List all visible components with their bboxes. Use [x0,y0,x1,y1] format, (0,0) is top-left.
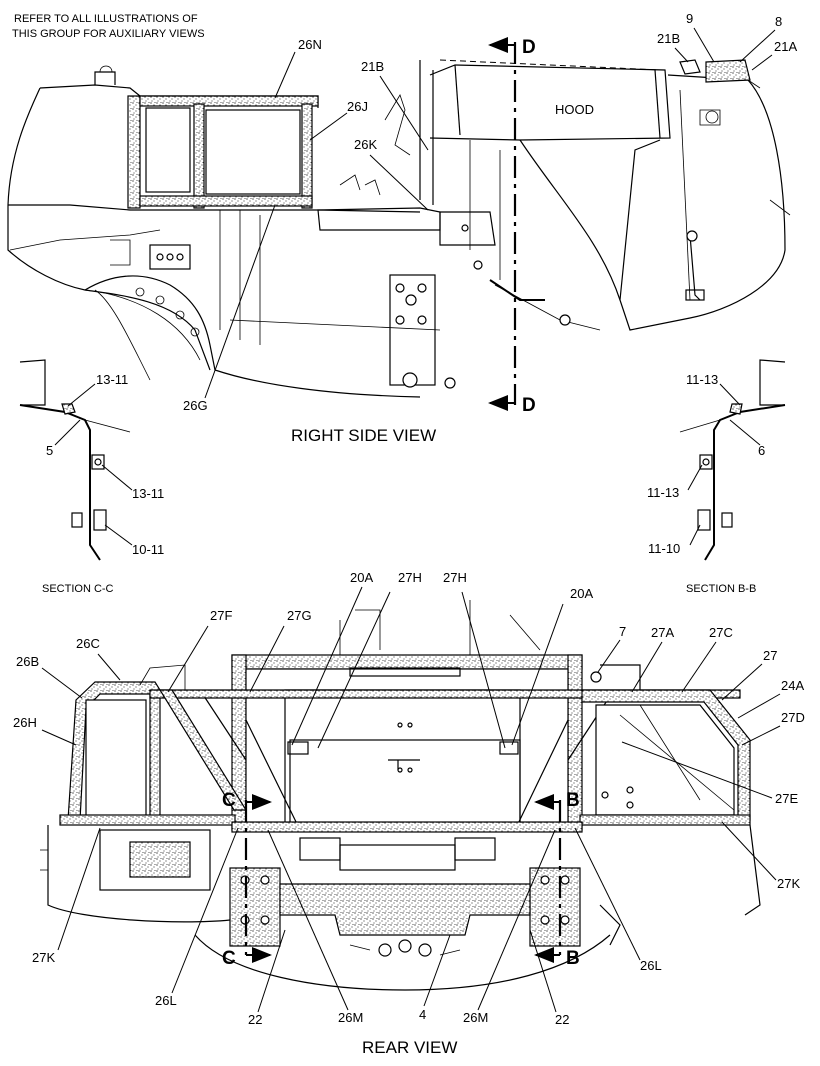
machine-body-outline [7,87,421,398]
callout-22-right: 22 [555,1012,569,1027]
section-bb-title: SECTION B-B [686,583,756,595]
hood-side-panel [619,74,786,331]
section-marker-d-top: D [522,37,536,58]
callout-9: 9 [686,11,693,26]
rear-view-title: REAR VIEW [362,1038,457,1057]
insulation-panel-top [139,95,319,107]
callout-27f: 27F [210,608,232,623]
section-marker-c-top: C [222,790,236,811]
callout-26l-left: 26L [155,993,177,1008]
callout-6: 6 [758,443,765,458]
callout-26n: 26N [298,37,322,52]
panel-window [205,109,301,195]
section-marker-b-bottom: B [566,948,580,969]
callout-26l-right: 26L [640,958,662,973]
callout-27: 27 [763,648,777,663]
section-bb: 11-13 6 11-13 11-10 SECTION B-B [647,359,786,595]
callout-7: 7 [619,624,626,639]
callout-26m-left: 26M [338,1010,363,1025]
callout-21b-mid: 21B [361,59,384,74]
insulation-panel-left [127,95,141,209]
callout-26m-right: 26M [463,1010,488,1025]
callout-26g: 26G [183,398,208,413]
callout-22-left: 22 [248,1012,262,1027]
center-lower-block [279,883,531,936]
callout-26b: 26B [16,654,39,669]
callout-27d: 27D [781,710,805,725]
callout-27c: 27C [709,625,733,640]
right-side-view-title: RIGHT SIDE VIEW [291,426,436,445]
callout-10-11: 10-11 [132,542,164,557]
rear-view: C C B B 20A 27H 27H 20A 27F 27G 26C 26B … [13,570,805,1057]
right-side-view: HOOD D D 26N 26J 21B 26K 26G [7,11,797,445]
callout-27k-right: 27K [777,876,800,891]
left-base-rail [59,814,236,826]
reference-note-line-1: REFER TO ALL ILLUSTRATIONS OF [14,13,198,25]
insulation-panel-bottom [139,195,313,207]
callout-27h-right: 27H [443,570,467,585]
callout-11-13-mid: 11-13 [647,485,679,500]
callout-24a: 24A [781,678,804,693]
callout-13-11-top: 13-11 [96,372,128,387]
section-cc: 13-11 5 13-11 10-11 SECTION C-C [19,359,164,595]
insulation-panel-mid [193,103,205,209]
callout-21b-right: 21B [657,31,680,46]
callout-21a: 21A [774,39,797,54]
hood-label: HOOD [555,102,594,117]
callout-26c: 26C [76,636,100,651]
callout-27a: 27A [651,625,674,640]
callout-26k: 26K [354,137,377,152]
callout-26j: 26J [347,99,368,114]
callout-11-13-top: 11-13 [686,372,718,387]
callout-27e: 27E [775,791,798,806]
reference-note-line-2: THIS GROUP FOR AUXILIARY VIEWS [12,28,205,40]
section-marker-c-bottom: C [222,948,236,969]
callout-11-10: 11-10 [648,541,680,556]
callout-27h-left: 27H [398,570,422,585]
right-base-rail [579,814,751,826]
callout-26h: 26H [13,715,37,730]
insulation-panel-right [301,103,313,209]
left-lower-block [229,867,281,947]
callout-20a-left: 20A [350,570,373,585]
callout-13-11-mid: 13-11 [132,486,164,501]
section-marker-d-bottom: D [522,395,536,416]
hood-outline [429,64,671,141]
section-cc-title: SECTION C-C [42,583,114,595]
callout-27g: 27G [287,608,312,623]
right-lower-block [529,867,581,947]
callout-27k-left: 27K [32,950,55,965]
mount-column [389,274,436,386]
callout-5: 5 [46,443,53,458]
rear-top-panel [231,654,583,670]
callout-8: 8 [775,14,782,29]
callout-20a-right: 20A [570,586,593,601]
reference-note: REFER TO ALL ILLUSTRATIONS OF THIS GROUP… [12,13,205,40]
callout-4: 4 [419,1007,426,1022]
section-marker-b-top: B [566,790,580,811]
